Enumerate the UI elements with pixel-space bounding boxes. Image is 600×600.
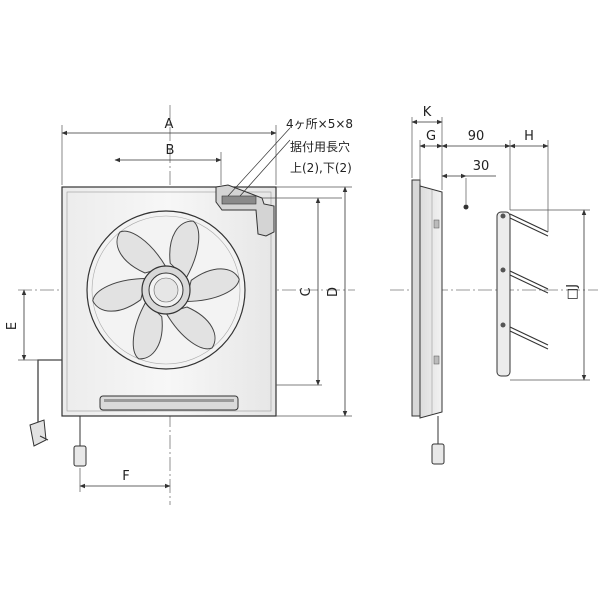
shutter-louver-2 bbox=[509, 270, 549, 290]
bottom-grille-bar bbox=[99, 395, 239, 411]
dim-90-label: 90 bbox=[468, 129, 485, 144]
fan-blade bbox=[92, 277, 147, 312]
mounting-slot bbox=[221, 195, 257, 205]
shutter-louver-2b bbox=[509, 274, 549, 294]
shutter-louver-1 bbox=[509, 213, 549, 233]
shutter-frame bbox=[496, 211, 511, 377]
plug-pin bbox=[39, 435, 49, 441]
power-cord bbox=[37, 359, 62, 425]
dim-k-label: K bbox=[423, 105, 432, 120]
dim-h-label: H bbox=[524, 129, 534, 144]
side-view: K G 90 H 30 □J bbox=[390, 105, 598, 465]
fan-blade bbox=[132, 300, 163, 360]
fan-blade bbox=[116, 230, 167, 274]
fan-panel-inner-edge bbox=[66, 191, 272, 412]
note-leader-1 bbox=[227, 127, 291, 197]
power-plug bbox=[29, 419, 47, 447]
shutter-pivot-3 bbox=[500, 322, 506, 328]
dim-30-label: 30 bbox=[473, 159, 490, 174]
dim-c-label: C bbox=[299, 287, 314, 296]
mounting-screw bbox=[463, 204, 469, 210]
dim-b-label: B bbox=[166, 143, 175, 158]
mounting-note-line-3: 上(2),下(2) bbox=[290, 161, 352, 175]
shutter-louver-3b bbox=[509, 330, 549, 350]
side-pull-cord-knob bbox=[431, 443, 445, 465]
bottom-grille-shadow bbox=[104, 399, 234, 402]
front-view: A B 4ヶ所×5×8 据付用長穴 上(2),下(2) C D E F bbox=[5, 105, 355, 505]
dim-a-label: A bbox=[165, 117, 174, 132]
shutter-pivot-2 bbox=[500, 267, 506, 273]
fan-guard-inner-ring bbox=[91, 215, 241, 365]
pull-cord-knob bbox=[73, 445, 87, 467]
side-latch-top bbox=[433, 219, 440, 229]
dim-e-label: E bbox=[5, 322, 20, 330]
dim-g-label: G bbox=[426, 129, 436, 144]
side-latch-bottom bbox=[433, 355, 440, 365]
shutter-louver-1b bbox=[509, 217, 549, 237]
mounting-note-line-2: 据付用長穴 bbox=[290, 139, 350, 154]
shutter-louver-3 bbox=[509, 326, 549, 346]
dim-f-label: F bbox=[122, 469, 129, 484]
dim-d-label: D bbox=[326, 287, 341, 297]
note-leader-2 bbox=[239, 139, 291, 197]
fan-blade bbox=[185, 268, 240, 303]
shutter-pivot-1 bbox=[500, 213, 506, 219]
fan-blade bbox=[165, 306, 216, 350]
mounting-note-line-1: 4ヶ所×5×8 bbox=[286, 117, 353, 131]
fan-blade bbox=[169, 220, 200, 280]
fan-hub-cap bbox=[153, 277, 179, 303]
fan-blades bbox=[92, 220, 240, 360]
side-front-panel bbox=[411, 179, 421, 417]
dim-j-label: □J bbox=[565, 284, 580, 300]
